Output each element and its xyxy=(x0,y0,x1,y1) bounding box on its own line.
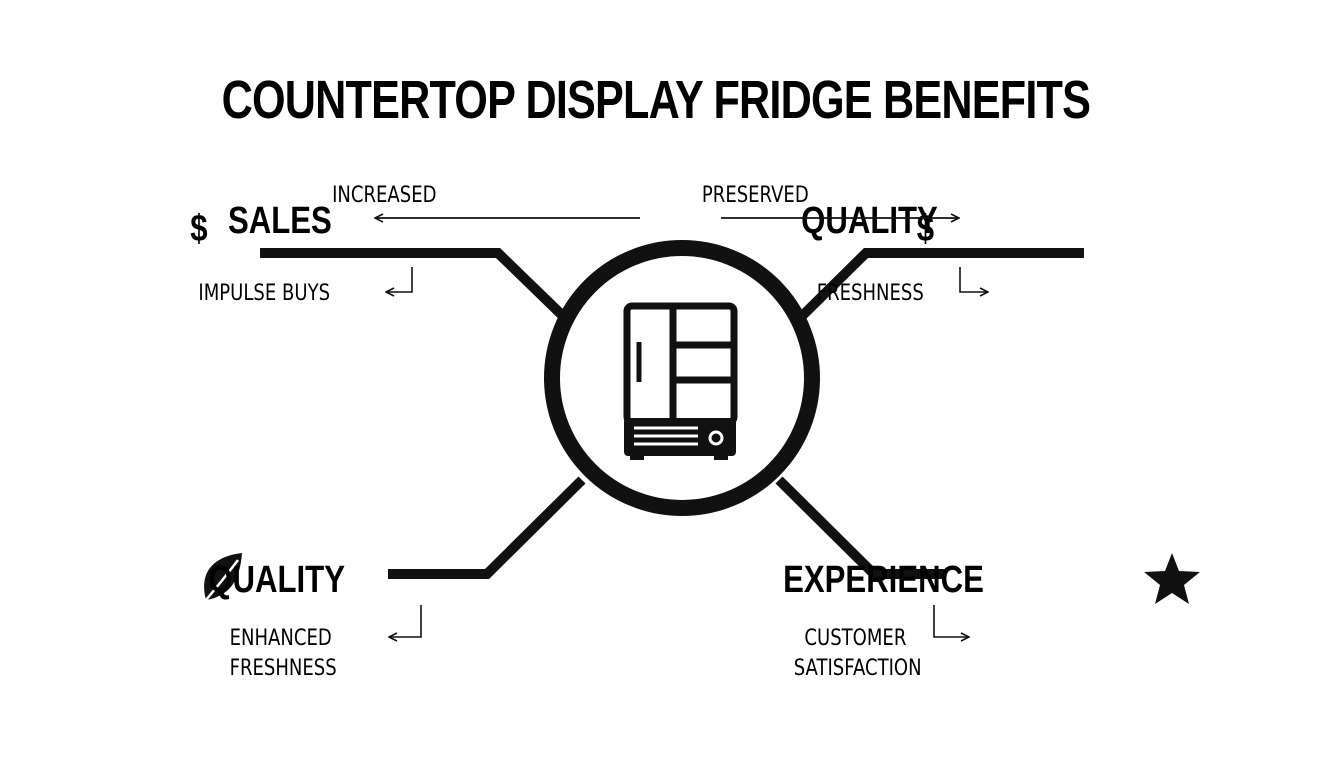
branch-heading-quality-bottom: QUALITY xyxy=(208,559,345,601)
branch-detail-impulse-buys: IMPULSE BUYS xyxy=(198,279,330,305)
detail-arrow-bottom-left xyxy=(390,605,422,637)
page-title: COUNTERTOP DISPLAY FRIDGE BENEFITS xyxy=(222,71,1091,131)
branch-detail-enhanced: ENHANCED xyxy=(230,624,332,650)
display-fridge-icon xyxy=(623,302,738,460)
branch-heading-sales: SALES xyxy=(228,200,332,242)
branch-top-left: $ SALES INCREASED IMPULSE BUYS xyxy=(190,181,640,305)
connector-bottom-left xyxy=(388,476,586,579)
branch-arrow-label-preserved: PRESERVED xyxy=(702,181,809,207)
connector-top-left xyxy=(260,248,569,322)
detail-arrow-top-right xyxy=(959,267,987,292)
branch-heading-quality-top: QUALITY xyxy=(801,200,938,242)
detail-arrow-top-left xyxy=(387,267,413,292)
star-icon xyxy=(1144,553,1200,604)
branch-detail-freshness: FRESHNESS xyxy=(817,279,924,305)
branch-arrow-label-increased: INCREASED xyxy=(332,181,436,207)
branch-detail-satisfaction: SATISFACTION xyxy=(794,654,922,680)
branch-bottom-right: EXPERIENCE CUSTOMER SATISFACTION xyxy=(783,553,1200,680)
dollar-icon: $ xyxy=(190,208,207,250)
branch-bottom-left: QUALITY ENHANCED FRESHNESS xyxy=(204,553,422,680)
connector-bottom-right xyxy=(775,476,946,579)
leaf-icon xyxy=(204,553,242,601)
branch-detail-freshness-2: FRESHNESS xyxy=(230,654,337,680)
detail-arrow-bottom-right xyxy=(933,605,968,637)
dollar-icon: $ xyxy=(917,208,934,250)
branch-heading-experience: EXPERIENCE xyxy=(783,559,984,601)
branch-detail-customer: CUSTOMER xyxy=(804,624,906,650)
branch-top-right: QUALITY $ PRESERVED FRESHNESS xyxy=(702,181,987,305)
connector-top-right xyxy=(796,248,1084,322)
